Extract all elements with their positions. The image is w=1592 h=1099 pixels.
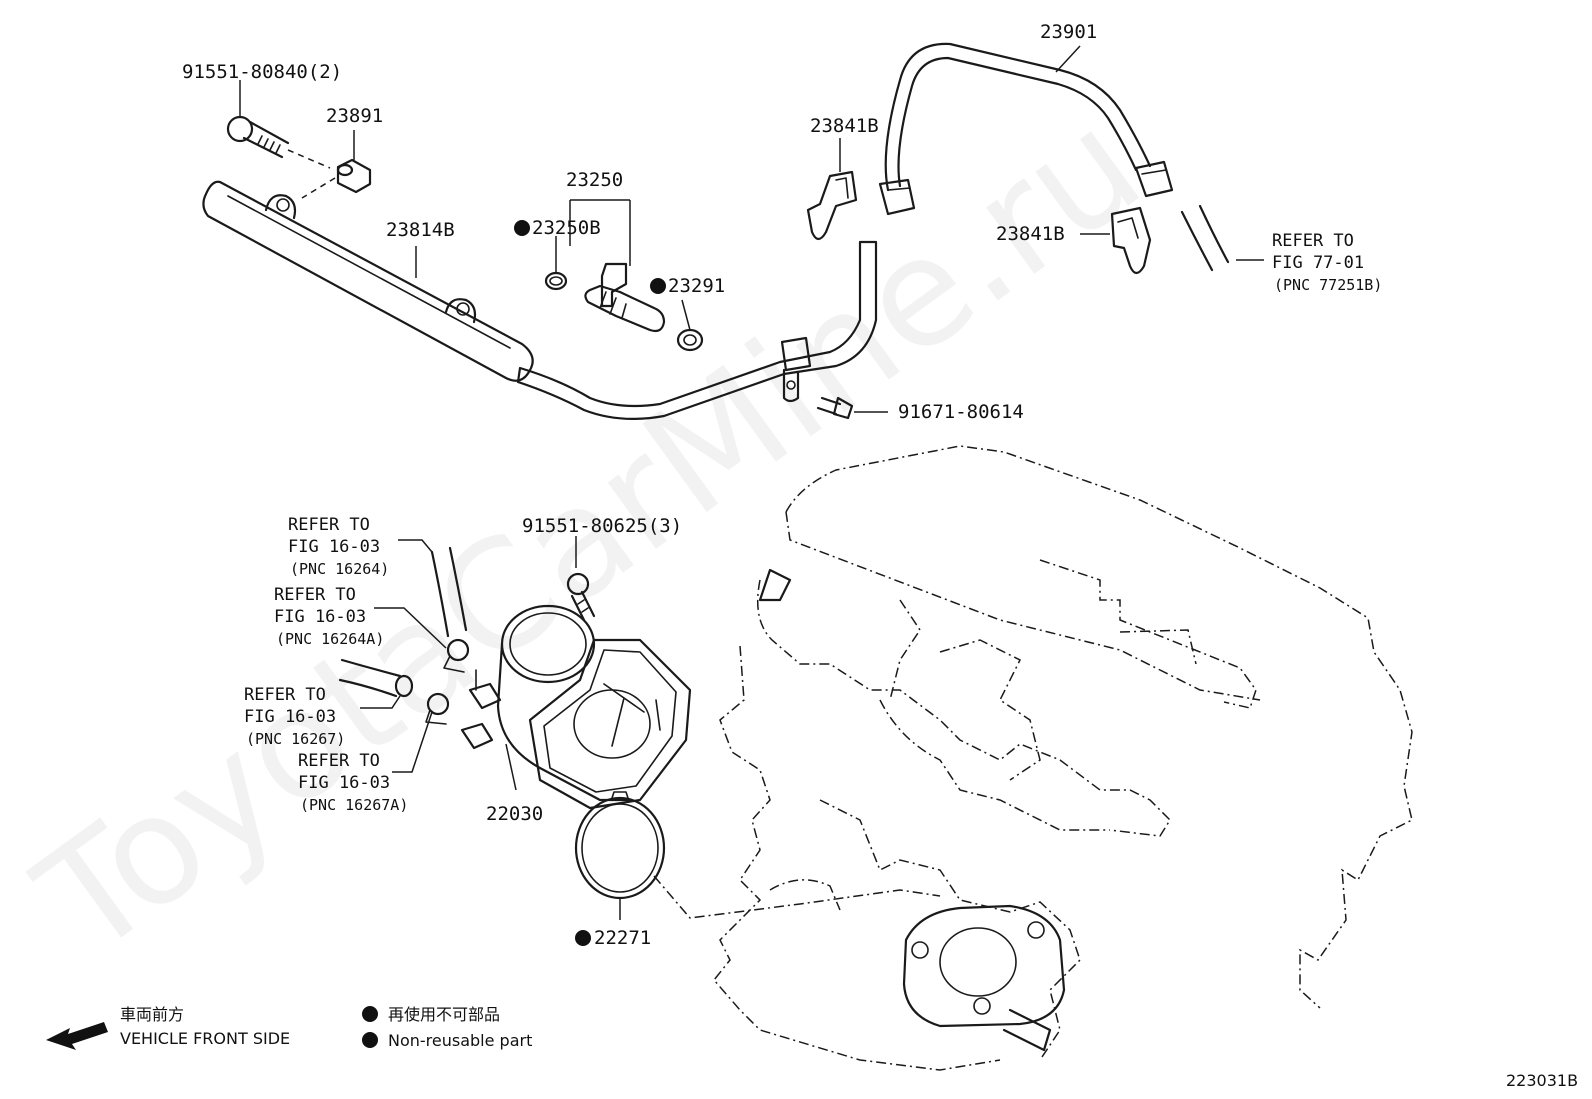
svg-text:REFER TO: REFER TO: [1272, 231, 1354, 251]
hose-clip-16267A: [392, 692, 450, 773]
label-bolt-top: 91551-80840(2): [182, 61, 342, 83]
fuel-hose-retainer-right: [1080, 206, 1152, 275]
svg-text:FIG 77-01: FIG 77-01: [1272, 253, 1364, 273]
label-22271: 22271: [594, 927, 651, 949]
label-bolt-mid: 91671-80614: [898, 401, 1024, 423]
front-arrow-icon: [46, 1022, 108, 1050]
fuel-pipe: [516, 240, 878, 420]
fuel-hose-retainer-left: [806, 170, 858, 241]
svg-text:FIG 16-03: FIG 16-03: [298, 773, 390, 793]
reference-pnc-16267: REFER TO FIG 16-03 (PNC 16267): [244, 685, 345, 748]
nonreuse-dot-icon: [362, 1032, 378, 1048]
nonreuse-dot-23291: [650, 278, 666, 294]
nonreuse-dot-icon: [362, 1006, 378, 1022]
svg-text:REFER TO: REFER TO: [298, 751, 380, 771]
svg-text:(PNC 77251B): (PNC 77251B): [1274, 276, 1382, 294]
nonreuse-dot-23250B: [514, 220, 530, 236]
nonreusable-legend: 再使用不可部品 Non-reusable part: [362, 1005, 532, 1050]
svg-text:車両前方: 車両前方: [120, 1005, 184, 1024]
reference-pnc-16267A: REFER TO FIG 16-03 (PNC 16267A): [298, 751, 408, 814]
svg-text:再使用不可部品: 再使用不可部品: [388, 1005, 500, 1024]
leader-23291: [681, 299, 691, 331]
leader-22030: [505, 743, 517, 791]
label-22030: 22030: [486, 803, 543, 825]
label-23250: 23250: [566, 169, 623, 191]
fuel-injector-23250: [569, 199, 666, 333]
label-23291: 23291: [668, 275, 725, 297]
throttle-body-bolt: [566, 536, 596, 622]
svg-text:REFER TO: REFER TO: [274, 585, 356, 605]
figure-id: 223031B: [1506, 1071, 1578, 1090]
throttle-body-gasket-22271: [574, 791, 666, 920]
leader-23901: [1055, 45, 1081, 73]
svg-text:(PNC 16264A): (PNC 16264A): [276, 630, 384, 648]
label-23841B-b: 23841B: [996, 223, 1065, 245]
nonreuse-dot-22271: [575, 930, 591, 946]
pipe-clamp-bolt: [816, 396, 888, 420]
fuel-hose-stub-ref: [1180, 204, 1264, 272]
coolant-hose-16264: [398, 539, 468, 638]
label-23891: 23891: [326, 105, 383, 127]
coolant-hose-16267: [338, 658, 414, 709]
vehicle-front-legend: 車両前方 VEHICLE FRONT SIDE: [46, 1005, 290, 1050]
label-23901: 23901: [1040, 21, 1097, 43]
svg-text:FIG 16-03: FIG 16-03: [244, 707, 336, 727]
svg-text:(PNC 16267): (PNC 16267): [246, 730, 345, 748]
label-23250B: 23250B: [532, 217, 601, 239]
svg-text:REFER TO: REFER TO: [288, 515, 370, 535]
rail-insulator-23891: [301, 158, 372, 199]
svg-text:(PNC 16264): (PNC 16264): [290, 560, 389, 578]
svg-text:FIG 16-03: FIG 16-03: [274, 607, 366, 627]
svg-text:Non-reusable part: Non-reusable part: [388, 1031, 532, 1050]
svg-text:REFER TO: REFER TO: [244, 685, 326, 705]
hose-clip-16264A: [374, 607, 470, 673]
fuel-delivery-pipe-23814B: [202, 180, 534, 382]
reference-pnc-16264: REFER TO FIG 16-03 (PNC 16264): [288, 515, 389, 578]
label-23814B: 23814B: [386, 219, 455, 241]
svg-text:FIG 16-03: FIG 16-03: [288, 537, 380, 557]
label-bolt-tb: 91551-80625(3): [522, 515, 682, 537]
engine-throttle-flange: [758, 568, 1066, 1052]
reference-fig-77-01: REFER TO FIG 77-01 (PNC 77251B): [1272, 231, 1382, 294]
label-23841B-a: 23841B: [810, 115, 879, 137]
injector-oring-23250B: [544, 271, 568, 291]
fuel-hose-23901: [878, 42, 1174, 216]
svg-text:VEHICLE FRONT SIDE: VEHICLE FRONT SIDE: [120, 1029, 290, 1048]
engine-outline: [653, 445, 1413, 1071]
reference-pnc-16264A: REFER TO FIG 16-03 (PNC 16264A): [274, 585, 384, 648]
svg-text:(PNC 16267A): (PNC 16267A): [300, 796, 408, 814]
